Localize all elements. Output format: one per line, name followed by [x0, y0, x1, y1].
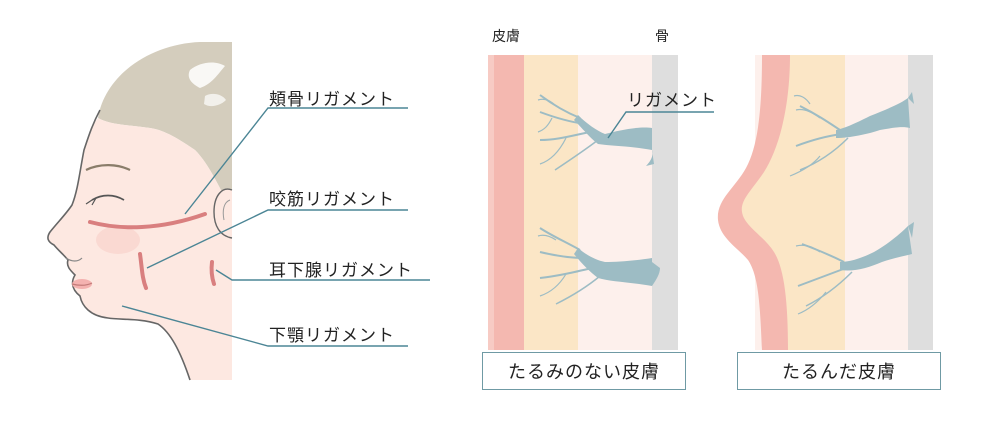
firm-fat-layer: [520, 55, 578, 350]
leader-zygomatic: [184, 107, 408, 215]
eye: [91, 194, 125, 201]
label-skin: 皮膚: [492, 29, 520, 45]
cheek-blush: [96, 226, 140, 254]
eyebrow: [85, 164, 131, 171]
hair-highlight-2: [204, 93, 226, 107]
ear-inner: [222, 199, 231, 221]
sagging-skin-layer: [717, 55, 790, 350]
label-parotid-ligament: 耳下腺リガメント: [269, 261, 413, 281]
leader-ligament: [607, 111, 714, 139]
firm-bone-layer: [652, 55, 678, 350]
label-mandibular-ligament: 下顎リガメント: [269, 326, 395, 346]
sagging-ligament-lower: [795, 222, 914, 315]
caption-firm-skin: たるみのない皮膚: [482, 352, 686, 390]
mouth-line: [71, 282, 93, 286]
sagging-skin-section: [717, 55, 933, 350]
hair-highlight: [188, 62, 225, 88]
face-illustration: [47, 42, 430, 381]
sagging-bone-layer: [908, 55, 933, 350]
firm-skin-section: [488, 55, 714, 350]
label-ligament: リガメント: [627, 91, 717, 111]
parotid-ligament-mark: [209, 260, 216, 286]
label-masseteric-ligament: 咬筋リガメント: [269, 190, 395, 210]
sagging-fat-layer: [735, 55, 845, 350]
caption-sagging-skin: たるんだ皮膚: [737, 352, 941, 390]
lips: [72, 279, 92, 289]
label-zygomatic-ligament: 頬骨リガメント: [269, 90, 395, 110]
leader-masseteric: [146, 209, 408, 269]
leader-mandibular: [121, 305, 408, 347]
label-bone: 骨: [655, 29, 669, 45]
firm-skin-edge: [488, 55, 494, 350]
firm-ligament-upper: [537, 94, 654, 171]
leader-parotid: [215, 269, 430, 281]
eyelash: [85, 197, 97, 206]
face-skin: [47, 118, 233, 380]
masseteric-ligament-mark: [138, 252, 148, 290]
face-outline: [47, 109, 191, 381]
firm-ligament-lower: [537, 227, 660, 305]
sagging-ligament-upper: [789, 92, 914, 177]
zygomatic-ligament-mark: [88, 212, 207, 230]
nostril: [65, 257, 83, 262]
